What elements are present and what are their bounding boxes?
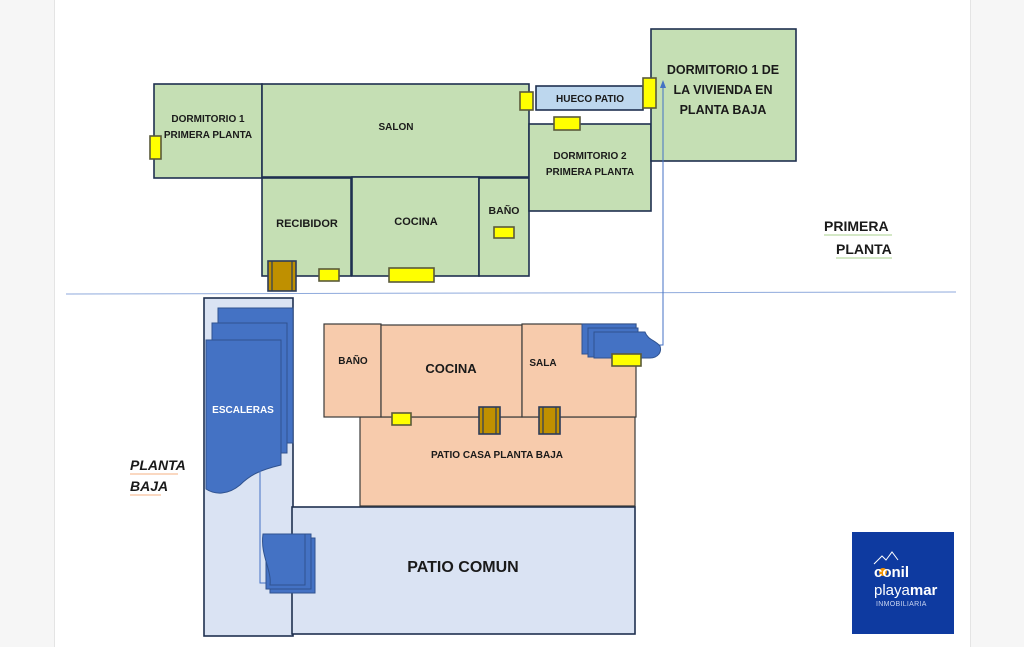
room-label: SALON (379, 122, 414, 133)
room-label: BAÑO (338, 354, 368, 367)
room-label: DORMITORIO 1 (171, 114, 245, 125)
room-label: COCINA (394, 216, 437, 228)
room-label: BAÑO (489, 204, 520, 217)
door (538, 406, 561, 435)
room-cocina-planta-baja (380, 324, 523, 418)
room-dormitorio-2-primera-planta (528, 123, 652, 212)
room-bano-planta-baja (323, 323, 382, 418)
window (519, 91, 534, 111)
stairs-label: ESCALERAS (212, 405, 274, 416)
floor-label-planta-baja: PLANTA (130, 457, 186, 473)
window (553, 116, 581, 131)
room-label: DORMITORIO 1 DE (667, 63, 779, 77)
stairs-icon (262, 533, 316, 594)
floor-label-planta: PLANTA (836, 241, 892, 257)
room-label: HUECO PATIO (556, 94, 624, 105)
window (391, 412, 412, 426)
room-label: PATIO CASA PLANTA BAJA (431, 450, 563, 461)
stairs-icon: ESCALERAS (205, 307, 294, 494)
room-label: PRIMERA PLANTA (164, 130, 252, 141)
room-label: RECIBIDOR (276, 218, 338, 230)
floor-label-baja: BAJA (130, 478, 168, 494)
logo-graphic: conil playamar INMOBILIARIA (873, 551, 938, 608)
room-label: LA VIVIENDA EN (673, 83, 772, 97)
room-label: PLANTA BAJA (680, 103, 767, 117)
company-logo: conil playamar INMOBILIARIA (852, 532, 954, 634)
floor-label-primera: PRIMERA (824, 218, 889, 234)
mountain-icon (873, 551, 899, 565)
window (493, 226, 515, 239)
room-label: SALA (529, 358, 556, 369)
room-patio-comun (291, 506, 636, 635)
room-recibidor (261, 177, 352, 277)
logo-text-playamar: playamar (874, 582, 938, 599)
room-label: PRIMERA PLANTA (546, 167, 634, 178)
arrow-head-icon (660, 80, 666, 88)
window (149, 135, 162, 160)
logo-text-inmobiliaria: INMOBILIARIA (876, 601, 927, 608)
room-bano-primera (478, 177, 530, 277)
room-dormitorio-1-planta-baja (650, 28, 797, 162)
window (388, 267, 435, 283)
window (318, 268, 340, 282)
door (267, 260, 297, 292)
room-dormitorio-1-primera-planta (153, 83, 263, 179)
logo-text-conil: conil (874, 564, 909, 581)
room-hueco-patio (535, 85, 644, 111)
window (642, 77, 657, 109)
door (478, 406, 501, 435)
window (611, 353, 642, 367)
stairs-icon (581, 323, 661, 359)
room-label: PATIO COMUN (407, 559, 518, 576)
sun-dot-icon (879, 568, 887, 576)
floor-divider (65, 291, 957, 295)
room-label: COCINA (425, 361, 477, 376)
room-label: DORMITORIO 2 (553, 151, 627, 162)
